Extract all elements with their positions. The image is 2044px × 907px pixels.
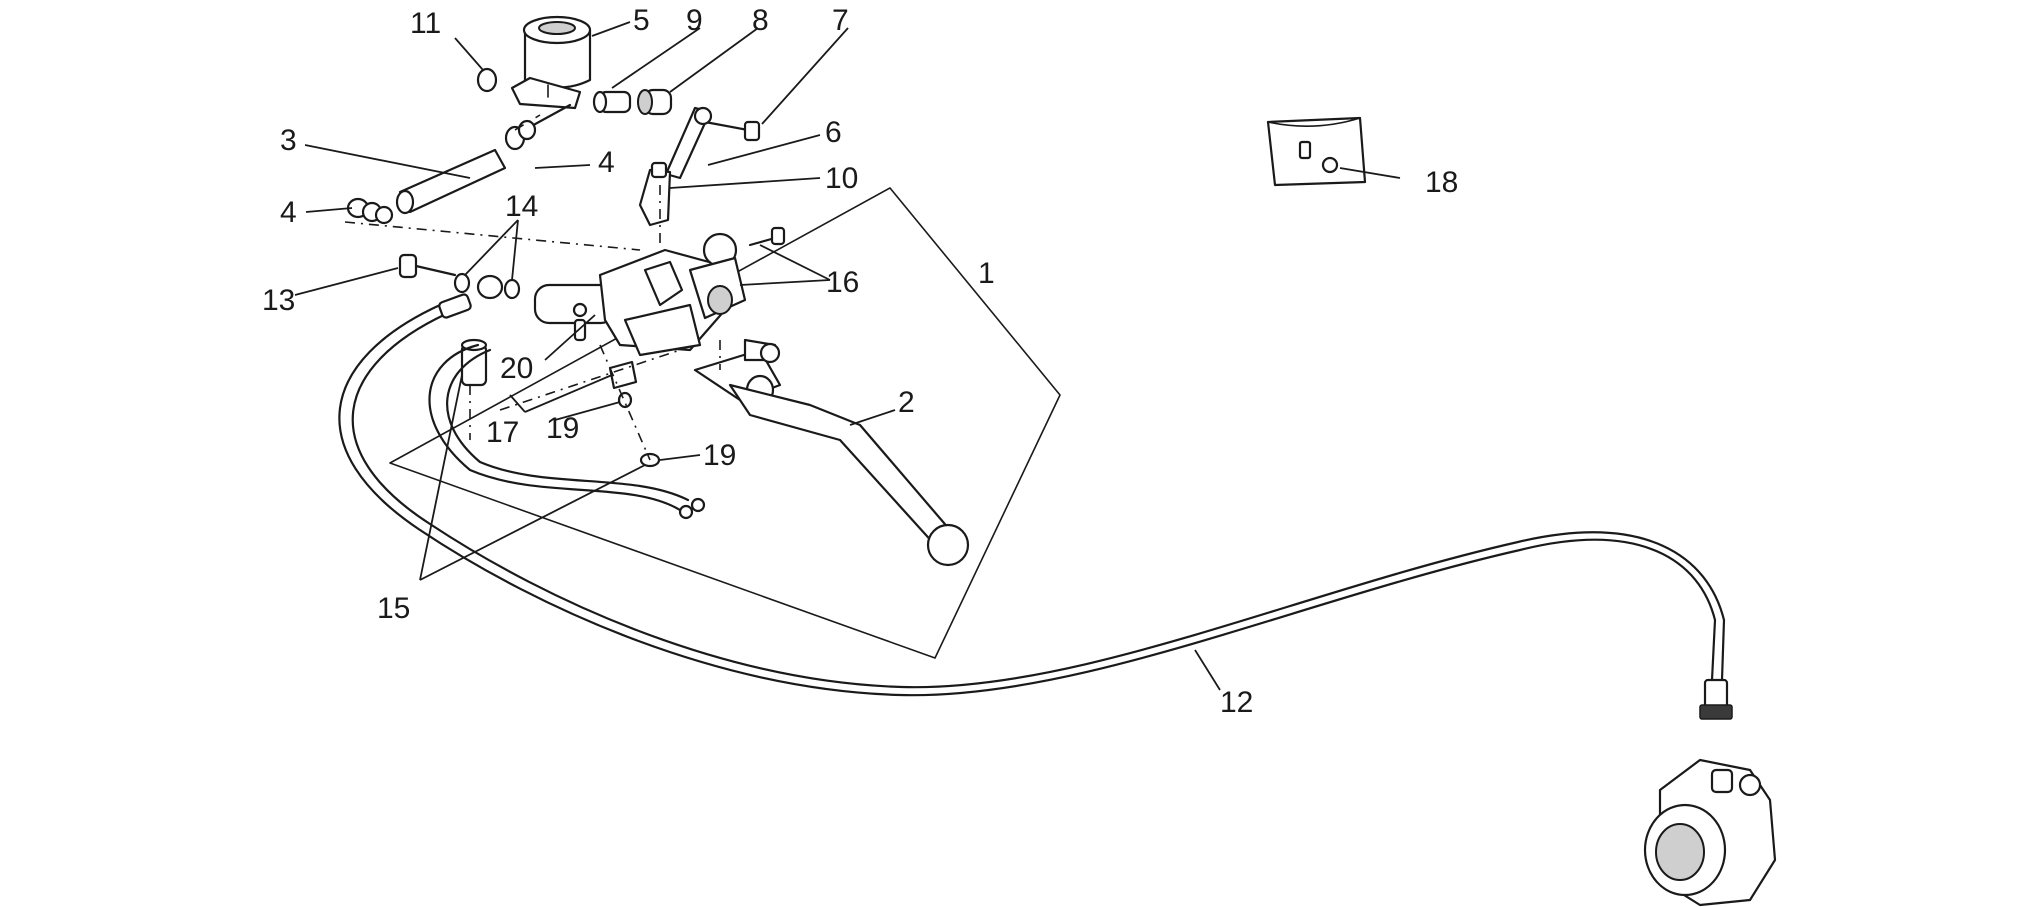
- callout-12: 12: [1220, 686, 1253, 719]
- clutch-hose: [338, 303, 1726, 697]
- callout-16: 16: [826, 266, 859, 299]
- nut-11: [476, 67, 498, 93]
- callout-19-b: 19: [703, 439, 736, 472]
- hose-3: [395, 148, 507, 215]
- washer-14a: [453, 272, 471, 294]
- callout-1: 1: [978, 257, 995, 290]
- slave-cylinder: [1643, 678, 1777, 907]
- centerlines: [344, 114, 721, 461]
- callout-8: 8: [752, 4, 769, 37]
- callout-6: 6: [825, 116, 842, 149]
- kit-bag-18: [1266, 116, 1367, 187]
- wire-terminal-a: [678, 504, 694, 520]
- clamp-4-left: [346, 197, 394, 225]
- banjo-fitting: [476, 274, 504, 300]
- clamp-4-top: [504, 119, 537, 151]
- bracket-10: [638, 161, 672, 227]
- hose-end-fitting: [438, 293, 472, 319]
- callout-15: 15: [377, 592, 410, 625]
- leader-lines: [294, 21, 1401, 691]
- clamp-screw-16a: [748, 226, 786, 247]
- callout-7: 7: [832, 4, 849, 37]
- callout-labels: 11 5 9 8 7 3 4 6 10 4 14 13 16 1 20 2 17…: [262, 4, 1458, 719]
- switch-wire: [428, 343, 682, 512]
- master-cylinder: [533, 232, 747, 357]
- callout-14: 14: [505, 190, 538, 223]
- pin-20: [573, 318, 587, 342]
- screw-7: [703, 120, 761, 142]
- callout-2: 2: [898, 386, 915, 419]
- lever-adjuster: [743, 338, 781, 364]
- banjo-bolt-13: [398, 253, 457, 279]
- bushing-9: [592, 90, 632, 114]
- callout-9: 9: [686, 4, 703, 37]
- reservoir-pipe: [526, 103, 572, 130]
- callout-17: 17: [486, 416, 519, 449]
- switch-wire-2: [446, 348, 690, 502]
- callout-5: 5: [633, 4, 650, 37]
- callout-11: 11: [410, 7, 441, 40]
- callout-3: 3: [280, 124, 297, 157]
- callout-20: 20: [500, 352, 533, 385]
- callout-18: 18: [1425, 166, 1458, 199]
- washer-14b: [503, 278, 521, 300]
- clutch-lever-2: [693, 348, 970, 567]
- rubber-8: [637, 88, 673, 116]
- bracket-6: [664, 106, 713, 180]
- washer-19a: [617, 391, 633, 409]
- wire-terminal-b: [690, 497, 706, 513]
- callout-10: 10: [825, 162, 858, 195]
- callout-4-left: 4: [280, 196, 297, 229]
- callout-19-a: 19: [546, 412, 579, 445]
- reservoir: [510, 15, 592, 110]
- callout-4-top: 4: [598, 146, 615, 179]
- callout-13: 13: [262, 284, 295, 317]
